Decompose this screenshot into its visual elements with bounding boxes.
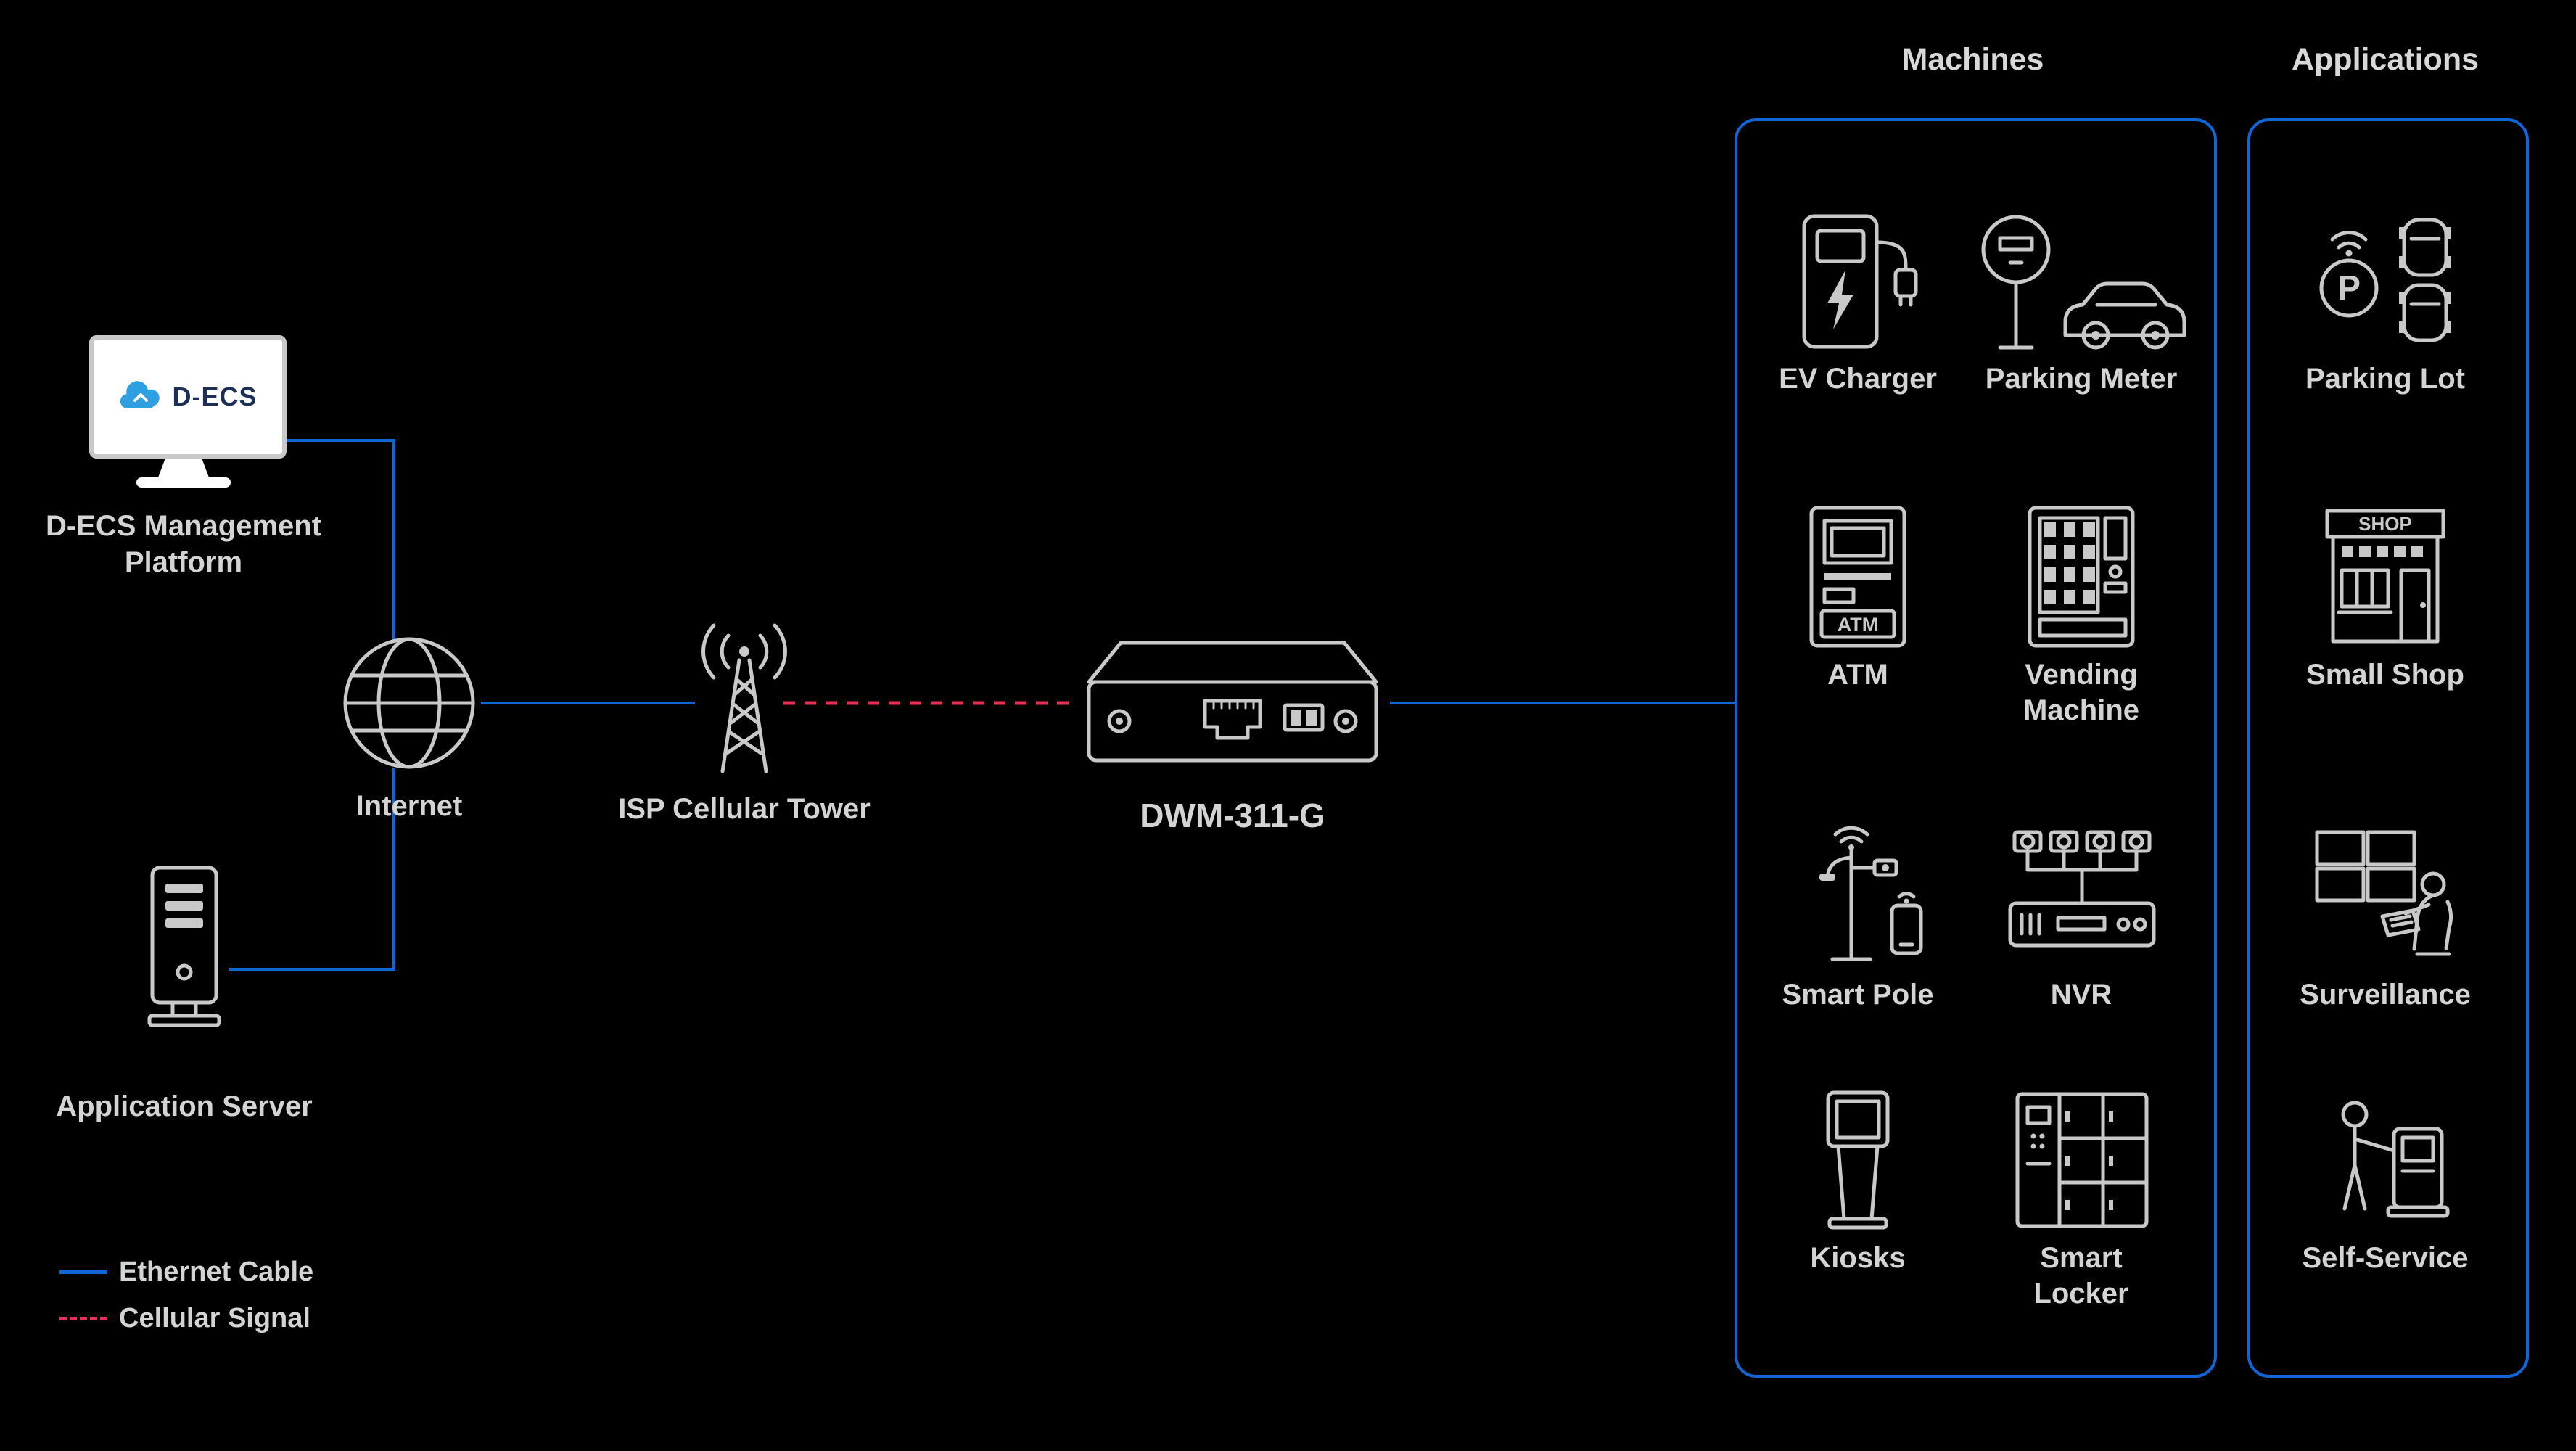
application-label: Small Shop: [2306, 659, 2464, 691]
ethernet-line-server-internet: [229, 768, 395, 971]
monitor-stand-neck: [158, 459, 209, 477]
machine-parking-meter: Parking Meter: [1969, 203, 2194, 397]
parking-meter-icon: [1972, 203, 2190, 357]
legend-ethernet-row: Ethernet Cable: [59, 1257, 313, 1288]
machine-label: Kiosks: [1810, 1242, 1906, 1274]
application-parking-lot: P Parking Lot: [2255, 203, 2516, 397]
parking-lot-icon-text: P: [2337, 269, 2360, 308]
legend-cellular-row: Cellular Signal: [59, 1303, 310, 1334]
vending-machine-icon: [2020, 499, 2143, 653]
machine-label: Parking Meter: [1985, 363, 2178, 395]
application-self-service: Self-Service: [2255, 1082, 2516, 1276]
machine-smart-locker: Smart Locker: [1969, 1082, 2194, 1312]
machine-label: Smart Pole: [1782, 979, 1934, 1011]
application-label: Self-Service: [2302, 1242, 2469, 1274]
kiosk-icon: [1803, 1082, 1912, 1236]
atm-icon: ATM: [1793, 499, 1923, 653]
internet-globe-icon: [337, 630, 482, 779]
machine-label: ATM: [1827, 659, 1888, 691]
machine-smart-pole: Smart Pole: [1745, 819, 1970, 1013]
ethernet-line-swatch: [59, 1270, 107, 1274]
nvr-icon: [2000, 819, 2163, 973]
legend-ethernet-label: Ethernet Cable: [119, 1257, 314, 1287]
decs-logo-text: D-ECS: [172, 382, 258, 411]
applications-group-box: [2247, 118, 2529, 1378]
self-service-icon: [2313, 1082, 2458, 1236]
machine-label: NVR: [2050, 979, 2112, 1011]
surveillance-icon: [2304, 819, 2467, 973]
management-platform-monitor: D-ECS: [89, 335, 287, 459]
smart-pole-icon: [1782, 819, 1934, 973]
decs-cloud-icon: [120, 381, 160, 409]
ethernet-line-management-internet: [283, 439, 395, 640]
application-surveillance: Surveillance: [2255, 819, 2516, 1013]
ev-charger-icon: [1791, 203, 1925, 357]
machine-vending: Vending Machine: [1969, 499, 2194, 728]
monitor-stand-base: [136, 477, 231, 488]
application-label: Parking Lot: [2305, 363, 2466, 395]
machines-group-box: [1735, 118, 2217, 1378]
applications-group-title: Applications: [2291, 42, 2480, 77]
small-shop-icon: SHOP: [2311, 499, 2460, 653]
internet-label: Internet: [355, 790, 463, 822]
atm-icon-text: ATM: [1838, 614, 1878, 636]
machine-label: Vending Machine: [2022, 659, 2140, 726]
application-small-shop: SHOP Small Shop: [2255, 499, 2516, 693]
machine-ev-charger: EV Charger: [1745, 203, 1970, 397]
application-label: Surveillance: [2300, 979, 2471, 1011]
application-server-icon: [141, 863, 228, 1030]
machine-atm: ATM ATM: [1745, 499, 1970, 693]
machine-kiosks: Kiosks: [1745, 1082, 1970, 1276]
machine-label: EV Charger: [1779, 363, 1937, 395]
machine-nvr: NVR: [1969, 819, 2194, 1013]
application-server-label: Application Server: [56, 1090, 313, 1122]
cellular-tower-icon: [664, 622, 824, 789]
machine-label: Smart Locker: [2033, 1242, 2129, 1310]
shop-sign-text: SHOP: [2358, 513, 2412, 535]
legend-cellular-label: Cellular Signal: [119, 1303, 310, 1333]
parking-lot-icon: P: [2304, 203, 2467, 357]
dwm-device-label: DWM-311-G: [1140, 797, 1325, 834]
smart-locker-icon: [2007, 1082, 2156, 1236]
machines-group-title: Machines: [1901, 42, 2044, 77]
management-platform-label: D-ECS Management Platform: [45, 510, 322, 578]
cellular-line-swatch: [59, 1317, 107, 1320]
cellular-tower-label: ISP Cellular Tower: [618, 793, 871, 825]
dwm-device-icon: [1076, 631, 1389, 776]
